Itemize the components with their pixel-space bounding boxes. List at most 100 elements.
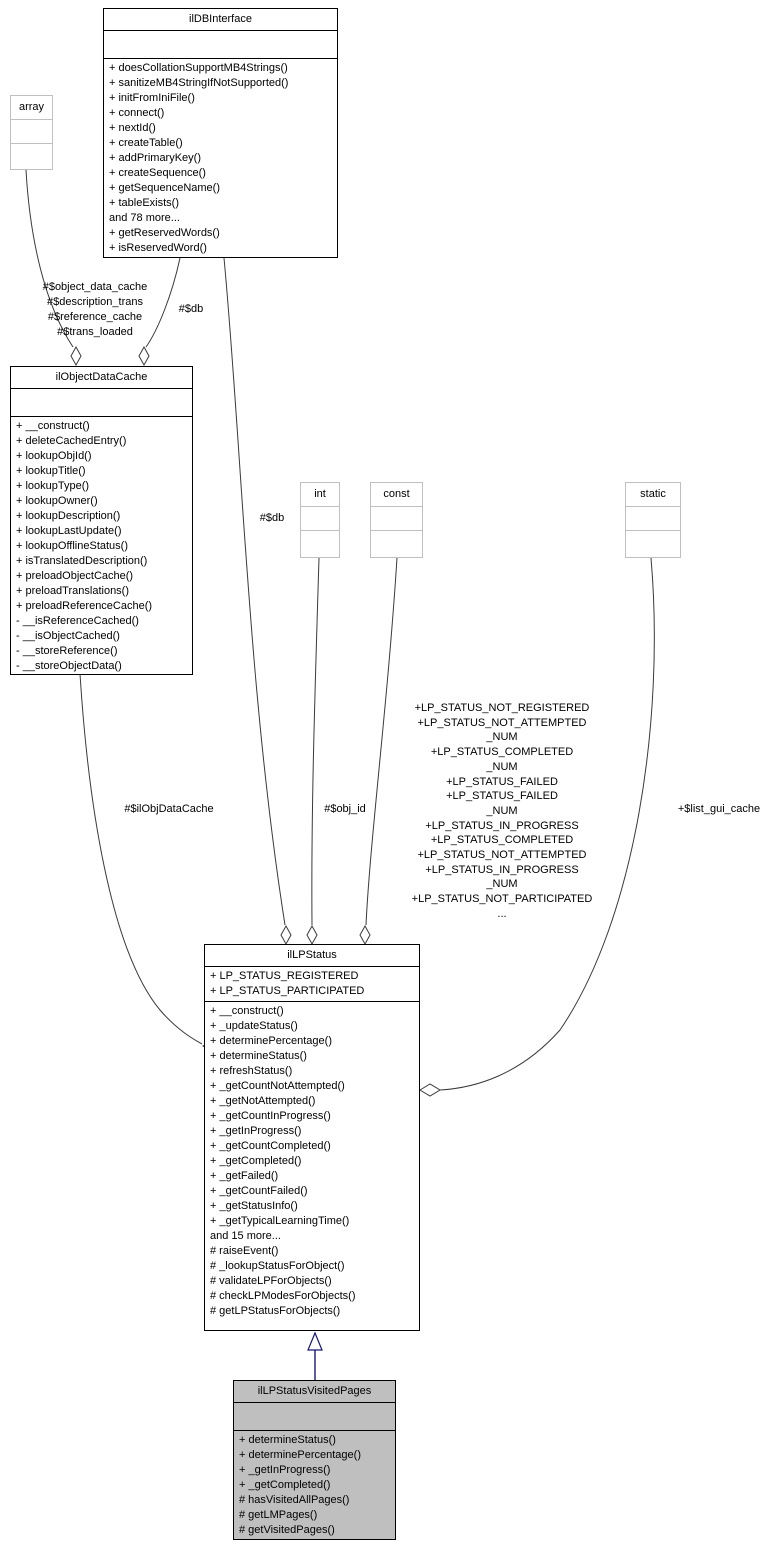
method-line: + determineStatus() — [210, 1050, 307, 1062]
method-line: + connect() — [109, 107, 165, 119]
method-line: + lookupTitle() — [16, 465, 86, 477]
method-line: + preloadObjectCache() — [16, 570, 134, 582]
inheritance-arrow-icon — [307, 1331, 323, 1351]
method-line: + sanitizeMB4StringIfNotSupported() — [109, 77, 289, 89]
method-line: + _updateStatus() — [210, 1020, 298, 1032]
aggregation-diamond-icon — [280, 924, 292, 946]
class-box-ilobjectdatacache[interactable]: ilObjectDataCache + __construct() + delet… — [10, 366, 193, 675]
class-title: const — [371, 483, 422, 507]
method-line: + doesCollationSupportMB4Strings() — [109, 62, 288, 74]
class-title: static — [626, 483, 680, 507]
method-line: + _getStatusInfo() — [210, 1200, 298, 1212]
method-line: + _getInProgress() — [210, 1125, 302, 1137]
class-methods: + __construct() + _updateStatus() + determ… — [205, 1002, 419, 1321]
class-attributes — [11, 389, 192, 417]
class-attributes — [104, 31, 337, 59]
attribute-line: + LP_STATUS_REGISTERED — [210, 970, 359, 982]
class-box-illpstatusvisitedpages[interactable]: ilLPStatusVisitedPages + determineStatus… — [233, 1380, 396, 1540]
class-methods: + determineStatus()+ determinePercentage… — [234, 1431, 395, 1540]
method-line: + lookupObjId() — [16, 450, 92, 462]
edge-const-to-illpstatus — [365, 557, 398, 926]
aggregation-diamond-icon — [70, 345, 82, 367]
edge-ildbinterface-to-illpstatus — [223, 257, 286, 926]
method-line: # _lookupStatusForObject() — [210, 1260, 345, 1272]
method-line: + _getCompleted() — [239, 1479, 331, 1491]
method-line: + deleteCachedEntry() — [16, 435, 127, 447]
empty-attributes-cell — [301, 507, 339, 531]
method-line: + _getNotAttempted() — [210, 1095, 316, 1107]
edge-label-ilobjdatacache: #$ilObjDataCache — [124, 803, 214, 815]
method-line: + determineStatus() — [239, 1434, 336, 1446]
method-line: # getLMPages() — [239, 1509, 318, 1521]
empty-attributes-cell — [626, 507, 680, 531]
method-line: + determinePercentage() — [210, 1035, 332, 1047]
method-line: - __storeReference() — [16, 645, 118, 657]
method-line: + getSequenceName() — [109, 182, 220, 194]
method-line: + initFromIniFile() — [109, 92, 195, 104]
method-line: + addPrimaryKey() — [109, 152, 202, 164]
edge-static-to-illpstatus — [439, 557, 655, 1091]
method-line: + nextId() — [109, 122, 156, 134]
method-line: + _getCompleted() — [210, 1155, 302, 1167]
aggregation-diamond-icon — [138, 345, 150, 367]
edge-int-to-illpstatus — [311, 557, 320, 926]
empty-methods-cell — [301, 531, 339, 554]
class-box-int: int — [300, 482, 340, 558]
method-line: - __isObjectCached() — [16, 630, 120, 642]
class-box-array: array — [10, 95, 53, 170]
method-line: + lookupOwner() — [16, 495, 98, 507]
method-line: + refreshStatus() — [210, 1065, 293, 1077]
class-box-ildbinterface[interactable]: ilDBInterface + doesCollationSupportMB4S… — [103, 8, 338, 258]
aggregation-diamond-icon — [419, 1083, 441, 1097]
method-line: + preloadReferenceCache() — [16, 600, 153, 612]
class-box-const: const — [370, 482, 423, 558]
method-line: and 15 more... — [210, 1230, 281, 1242]
aggregation-diamond-icon — [306, 924, 318, 946]
method-line: + tableExists() — [109, 197, 179, 209]
method-line: + _getInProgress() — [239, 1464, 331, 1476]
method-line: # checkLPModesForObjects() — [210, 1290, 356, 1302]
class-title: ilLPStatus — [205, 945, 419, 967]
method-line: + __construct() — [210, 1005, 284, 1017]
class-attributes — [234, 1403, 395, 1431]
class-box-static: static — [625, 482, 681, 558]
edge-ildbinterface-to-ilobjectdatacache — [145, 257, 181, 348]
method-line: # getLPStatusForObjects() — [210, 1305, 341, 1317]
edge-label-obj-id: #$obj_id — [324, 803, 366, 815]
method-line: + _getCountInProgress() — [210, 1110, 331, 1122]
method-line: - __isReferenceCached() — [16, 615, 139, 627]
class-title: ilDBInterface — [104, 9, 337, 31]
class-title: ilObjectDataCache — [11, 367, 192, 389]
method-line: - __storeObjectData() — [16, 660, 122, 672]
edge-array-to-ilobjectdatacache — [25, 169, 74, 348]
edge-label-list-gui-cache: +$list_gui_cache — [677, 803, 761, 815]
class-title: int — [301, 483, 339, 507]
method-line: + createSequence() — [109, 167, 206, 179]
edge-label-db-to-lpstatus: #$db — [259, 512, 285, 524]
class-box-illpstatus[interactable]: ilLPStatus + LP_STATUS_REGISTERED+ LP_ST… — [204, 944, 420, 1331]
class-title: ilLPStatusVisitedPages — [234, 1381, 395, 1403]
method-line: and 78 more... — [109, 212, 180, 224]
method-line: + lookupType() — [16, 480, 90, 492]
attribute-line: + LP_STATUS_PARTICIPATED — [210, 985, 365, 997]
method-line: + createTable() — [109, 137, 183, 149]
empty-methods-cell — [11, 144, 52, 167]
edge-ilobjectdatacache-to-illpstatus — [79, 673, 203, 1045]
method-line: + lookupLastUpdate() — [16, 525, 122, 537]
method-line: + lookupOfflineStatus() — [16, 540, 128, 552]
edge-label-db-to-objectdatacache: #$db — [178, 303, 204, 315]
empty-attributes-cell — [11, 120, 52, 144]
method-line: # getVisitedPages() — [239, 1524, 335, 1536]
method-line: + _getFailed() — [210, 1170, 279, 1182]
class-attributes: + LP_STATUS_REGISTERED + LP_STATUS_PARTIC… — [205, 967, 419, 1002]
class-methods: + doesCollationSupportMB4Strings() + sani… — [104, 59, 337, 258]
method-line: + _getCountCompleted() — [210, 1140, 331, 1152]
class-methods: + __construct() + deleteCachedEntry() + lo… — [11, 417, 192, 676]
method-line: + _getTypicalLearningTime() — [210, 1215, 350, 1227]
method-line: + isTranslatedDescription() — [16, 555, 148, 567]
method-line: + getReservedWords() — [109, 227, 220, 239]
method-line: # raiseEvent() — [210, 1245, 279, 1257]
method-line: + __construct() — [16, 420, 90, 432]
method-line: # validateLPForObjects() — [210, 1275, 332, 1287]
